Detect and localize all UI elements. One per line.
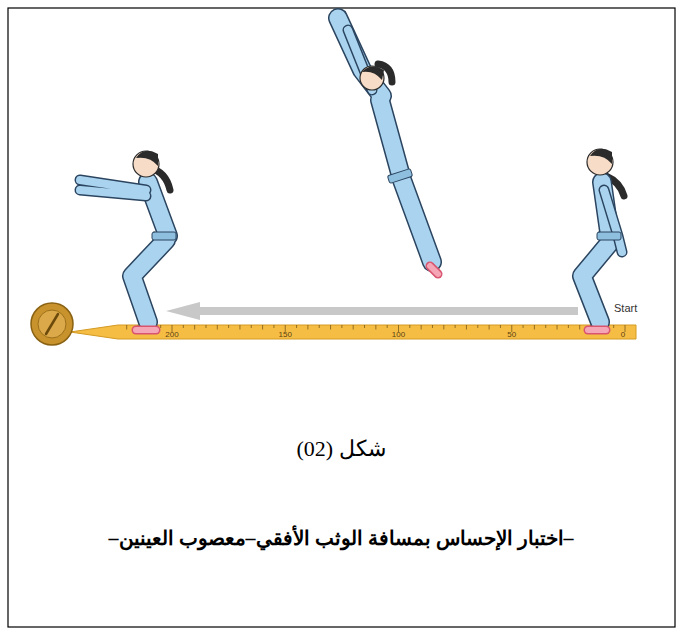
tape-number: 150 — [279, 330, 292, 339]
frame — [8, 8, 675, 627]
figure-number: شكل (02) — [296, 436, 385, 462]
caption: –اختبار الإحساس بمسافة الوثب الأفقي–معصو… — [109, 526, 574, 550]
jump-figure — [338, 18, 438, 274]
tape-measure — [31, 303, 636, 345]
landing-figure — [80, 151, 176, 330]
tape-number: 200 — [165, 330, 178, 339]
start-label: Start — [614, 302, 637, 314]
tape-number: 50 — [507, 330, 516, 339]
direction-arrow — [166, 302, 578, 320]
tape-number: 100 — [392, 330, 405, 339]
tape-number: 0 — [621, 330, 625, 339]
